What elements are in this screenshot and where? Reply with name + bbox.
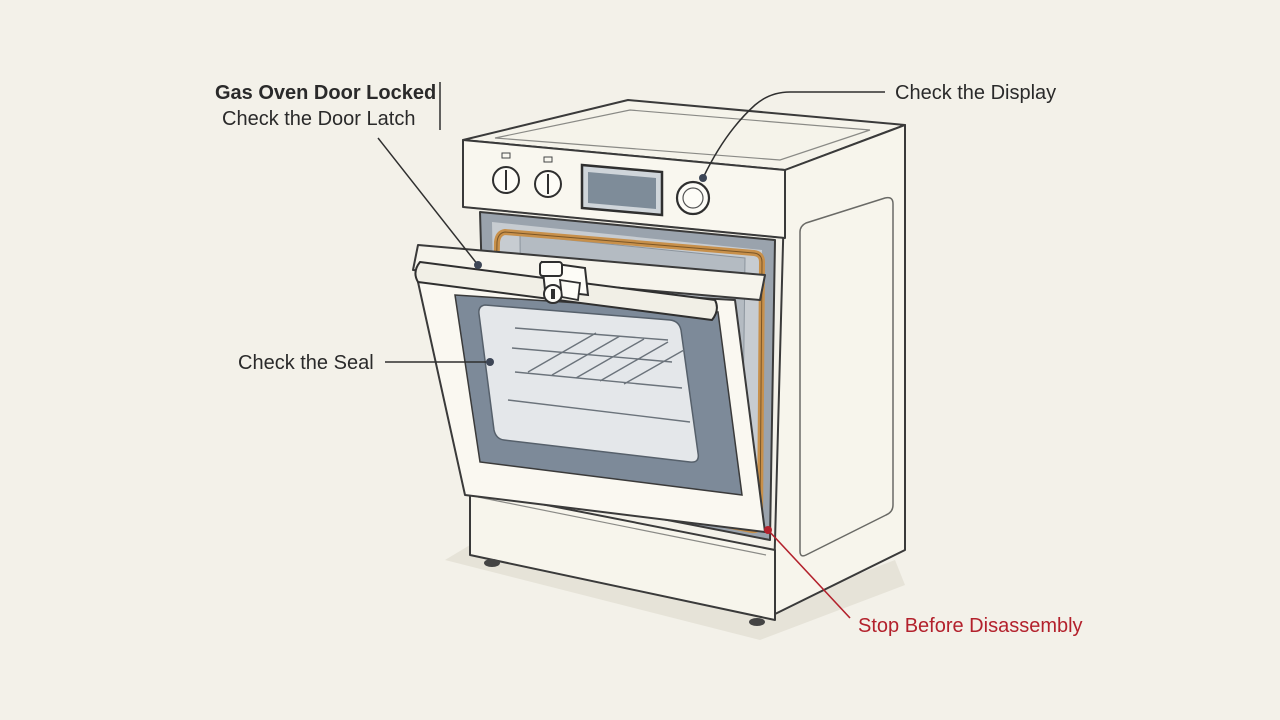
control-knob-icon (492, 152, 562, 198)
oven-side (772, 124, 906, 616)
callout-line-display (702, 91, 885, 179)
seal-label: Check the Seal (238, 352, 374, 374)
callout-line-stop (767, 529, 851, 619)
display-panel-icon (580, 163, 664, 217)
door-locked-title: Gas Oven Door Locked (215, 82, 437, 104)
side-recessed-panel (799, 196, 894, 557)
door-latch-label: Check the Door Latch (222, 108, 416, 130)
callout-dot-display (699, 174, 707, 182)
latch-icon (539, 260, 590, 304)
stop-warning-label: Stop Before Disassembly (858, 615, 1083, 637)
callout-dot-latch (474, 261, 482, 269)
oven-racks (507, 327, 691, 423)
display-label: Check the Display (895, 82, 1057, 104)
storage-drawer (469, 489, 776, 621)
display-knob (675, 180, 711, 216)
callout-dot-stop (764, 526, 772, 534)
callout-line-latch-pointer (377, 137, 479, 266)
top-inner-rim (494, 109, 871, 161)
door-top-bar (412, 244, 766, 301)
callout-dot-seal (486, 358, 494, 366)
door-window-glass (478, 304, 700, 463)
